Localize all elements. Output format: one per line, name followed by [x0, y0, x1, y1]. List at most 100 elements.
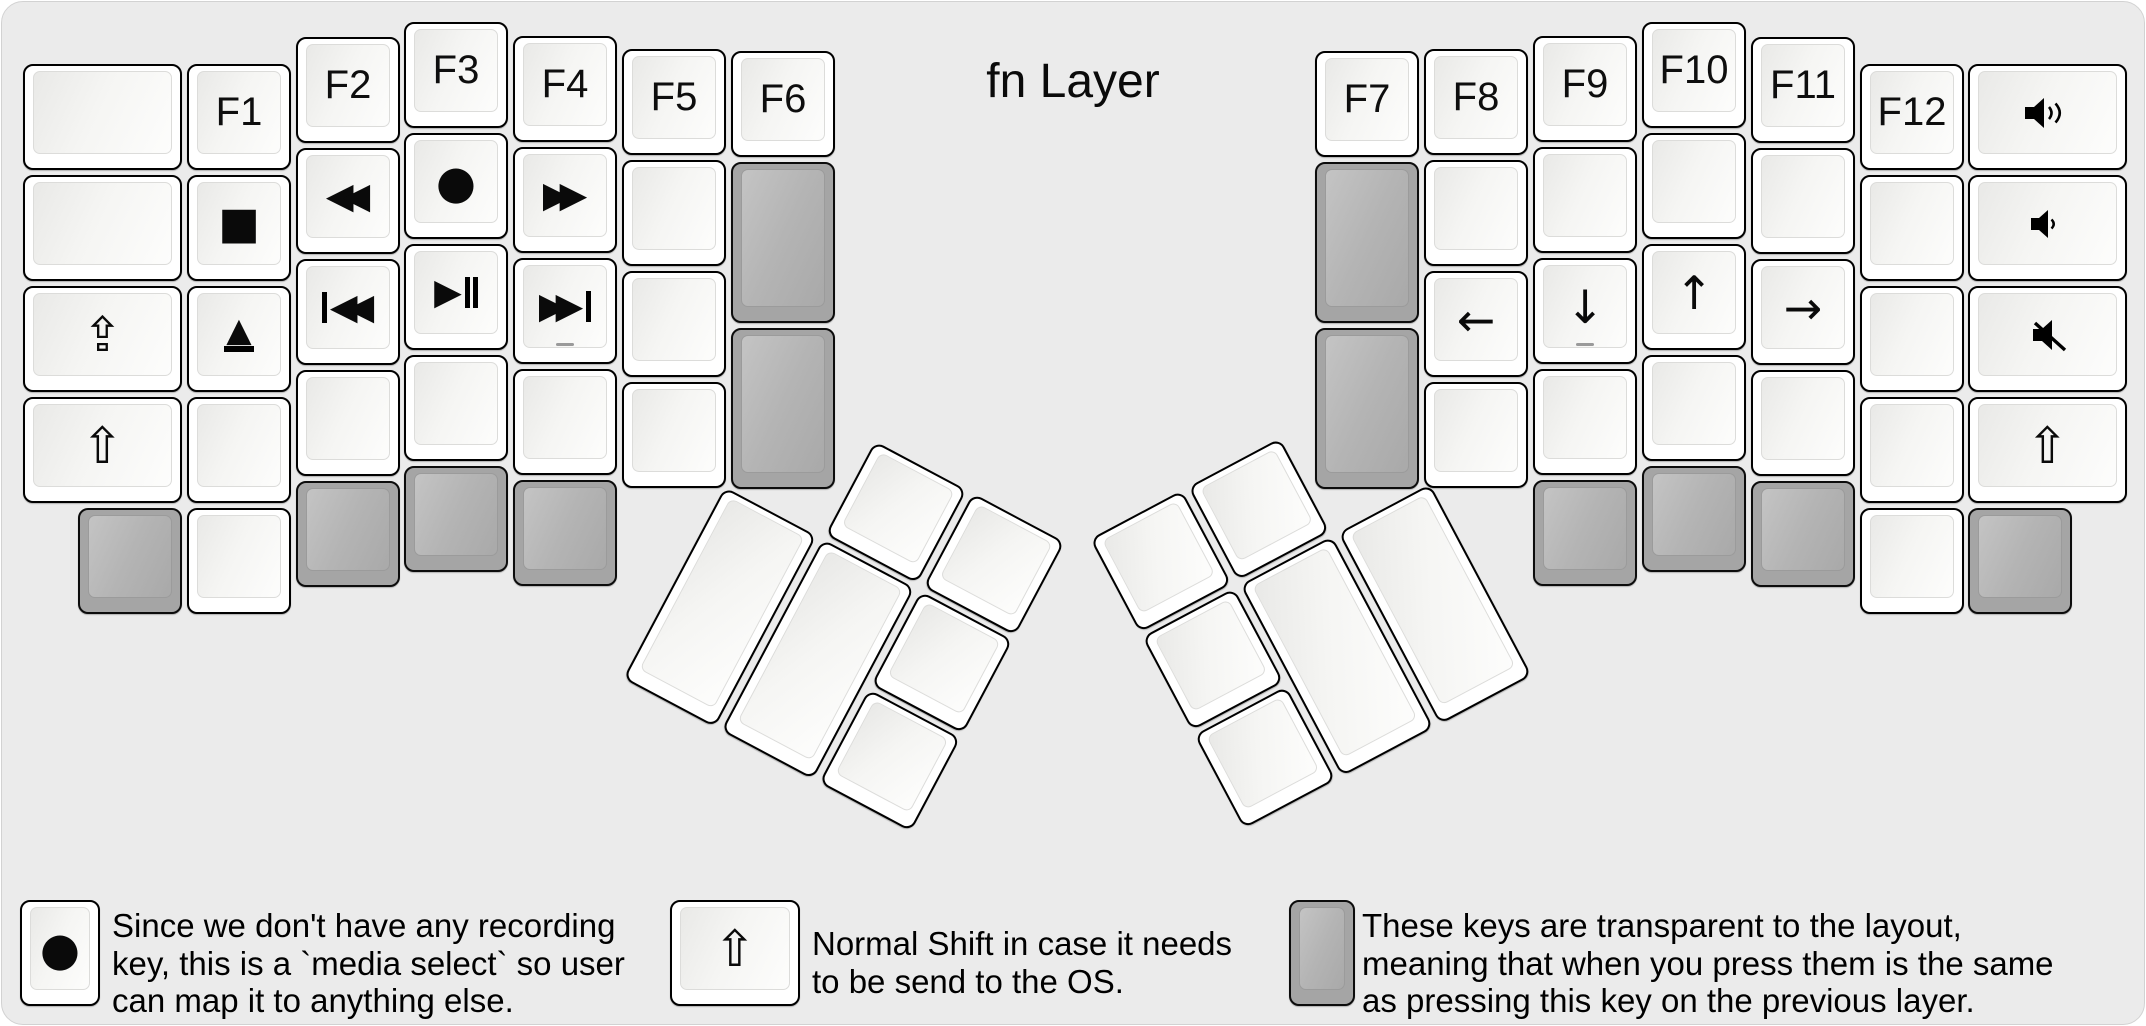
- keytop: F4: [523, 43, 607, 126]
- legend-line: Since we don't have any recording: [112, 907, 616, 944]
- key-label: F11: [1770, 63, 1836, 107]
- keytop: [1325, 169, 1409, 307]
- key-f2-col-transparent: [296, 481, 400, 587]
- key-f12: F12: [1860, 64, 1964, 170]
- key-f12-col-bottom: [1860, 508, 1964, 614]
- keytop: ◀◀: [306, 155, 390, 238]
- legend-text-media-select: Since we don't have any recording key, t…: [112, 907, 625, 1020]
- keytop: [1870, 515, 1954, 598]
- mute-icon: [2032, 319, 2066, 351]
- key-f5-col-r2: [622, 160, 726, 266]
- key-f6-col-transparent-1: [731, 162, 835, 323]
- key-f9: F9: [1533, 36, 1637, 142]
- keytop: [1206, 697, 1320, 810]
- keytop: [1978, 515, 2062, 598]
- keytop: [1870, 404, 1954, 487]
- key-label: F2: [324, 63, 372, 107]
- keytop: F6: [741, 58, 825, 141]
- key-label: F3: [432, 48, 480, 92]
- keytop: [632, 278, 716, 361]
- keytop: ▶: [414, 251, 498, 334]
- key-f9-col-transparent: [1533, 480, 1637, 586]
- key-f8-col-r4: [1424, 382, 1528, 488]
- key-f9-col-r2: [1533, 147, 1637, 253]
- key-mute: [1968, 286, 2127, 392]
- keytop: F10: [1652, 29, 1736, 112]
- key-f12-col-r4: [1860, 397, 1964, 503]
- key-play-pause: ▶: [404, 244, 508, 350]
- keytop: ▲: [197, 293, 281, 376]
- keytop: [197, 515, 281, 598]
- key-f7-col-transparent-2: [1315, 328, 1419, 489]
- key-label: F1: [215, 90, 263, 134]
- keytop: [632, 389, 716, 472]
- key-f6-col-transparent-2: [731, 328, 835, 489]
- keytop: [741, 335, 825, 473]
- keytop: ←: [1434, 278, 1518, 361]
- keytop: [1761, 488, 1845, 571]
- key-arrow-left: ←: [1424, 271, 1528, 377]
- arrow-left-icon: ←: [1456, 292, 1496, 347]
- keytop: F2: [306, 44, 390, 127]
- keytop: [1870, 293, 1954, 376]
- keytop: [1870, 182, 1954, 265]
- keytop: F5: [632, 56, 716, 139]
- keytop: [1434, 389, 1518, 472]
- key-left-outer-r1: [23, 64, 182, 170]
- keytop: ↓: [1543, 265, 1627, 348]
- keytop: [197, 404, 281, 487]
- stop-icon: ■: [218, 197, 260, 249]
- key-label: F5: [650, 75, 698, 119]
- keytop: ⇧: [33, 404, 172, 487]
- keytop: [414, 473, 498, 556]
- keytop: [523, 487, 607, 570]
- homing-dash-icon: [1576, 342, 1594, 346]
- shift-icon: ⇧: [81, 416, 124, 475]
- key-label: F4: [541, 62, 589, 106]
- key-label: F8: [1452, 75, 1500, 119]
- record-icon: ●: [435, 154, 477, 209]
- keytop: ◀◀: [306, 266, 390, 349]
- keytop: →: [1761, 266, 1845, 349]
- keytop: F8: [1434, 56, 1518, 139]
- keytop: ⇪: [33, 293, 172, 376]
- key-f6: F6: [731, 51, 835, 157]
- key-label: F6: [759, 77, 807, 121]
- key-f4: F4: [513, 36, 617, 142]
- key-shift-right: ⇧: [1968, 397, 2127, 503]
- keytop: [1102, 501, 1216, 614]
- keytop: [1761, 155, 1845, 238]
- caps-lock-icon: ⇪: [82, 306, 123, 363]
- key-f7-col-transparent-1: [1315, 162, 1419, 323]
- key-f11: F11: [1751, 37, 1855, 143]
- keytop: F7: [1325, 58, 1409, 141]
- keytop: [632, 167, 716, 250]
- key-left-transparent-bottom: [78, 508, 182, 614]
- key-f3: F3: [404, 22, 508, 128]
- key-f12-col-r3: [1860, 286, 1964, 392]
- arrow-right-icon: →: [1783, 280, 1823, 335]
- keytop: [841, 451, 955, 565]
- key-f11-col-r2: [1751, 148, 1855, 254]
- keytop: ⇧: [1978, 404, 2117, 487]
- key-arrow-down: ↓: [1533, 258, 1637, 364]
- key-f1-col-r4: [187, 397, 291, 503]
- record-icon: ●: [39, 921, 81, 976]
- key-f2: F2: [296, 37, 400, 143]
- fast-forward-icon: ▶▶: [542, 174, 588, 216]
- key-arrow-up: ↑: [1642, 244, 1746, 350]
- keytop: [1200, 448, 1314, 562]
- legend-line: to be send to the OS.: [812, 962, 1124, 1000]
- keytop: [939, 504, 1053, 617]
- key-f5-col-r3: [622, 271, 726, 377]
- key-f4-col-transparent: [513, 480, 617, 586]
- key-volume-down: [1968, 175, 2127, 281]
- keytop: [1652, 362, 1736, 445]
- key-fast-forward: ▶▶: [513, 147, 617, 253]
- keytop: [1978, 293, 2117, 376]
- keytop: [741, 169, 825, 307]
- keytop: F3: [414, 29, 498, 112]
- key-f5-col-r4: [622, 382, 726, 488]
- key-legend-media-select-key: ●: [20, 900, 100, 1006]
- key-f2-col-r4: [296, 370, 400, 476]
